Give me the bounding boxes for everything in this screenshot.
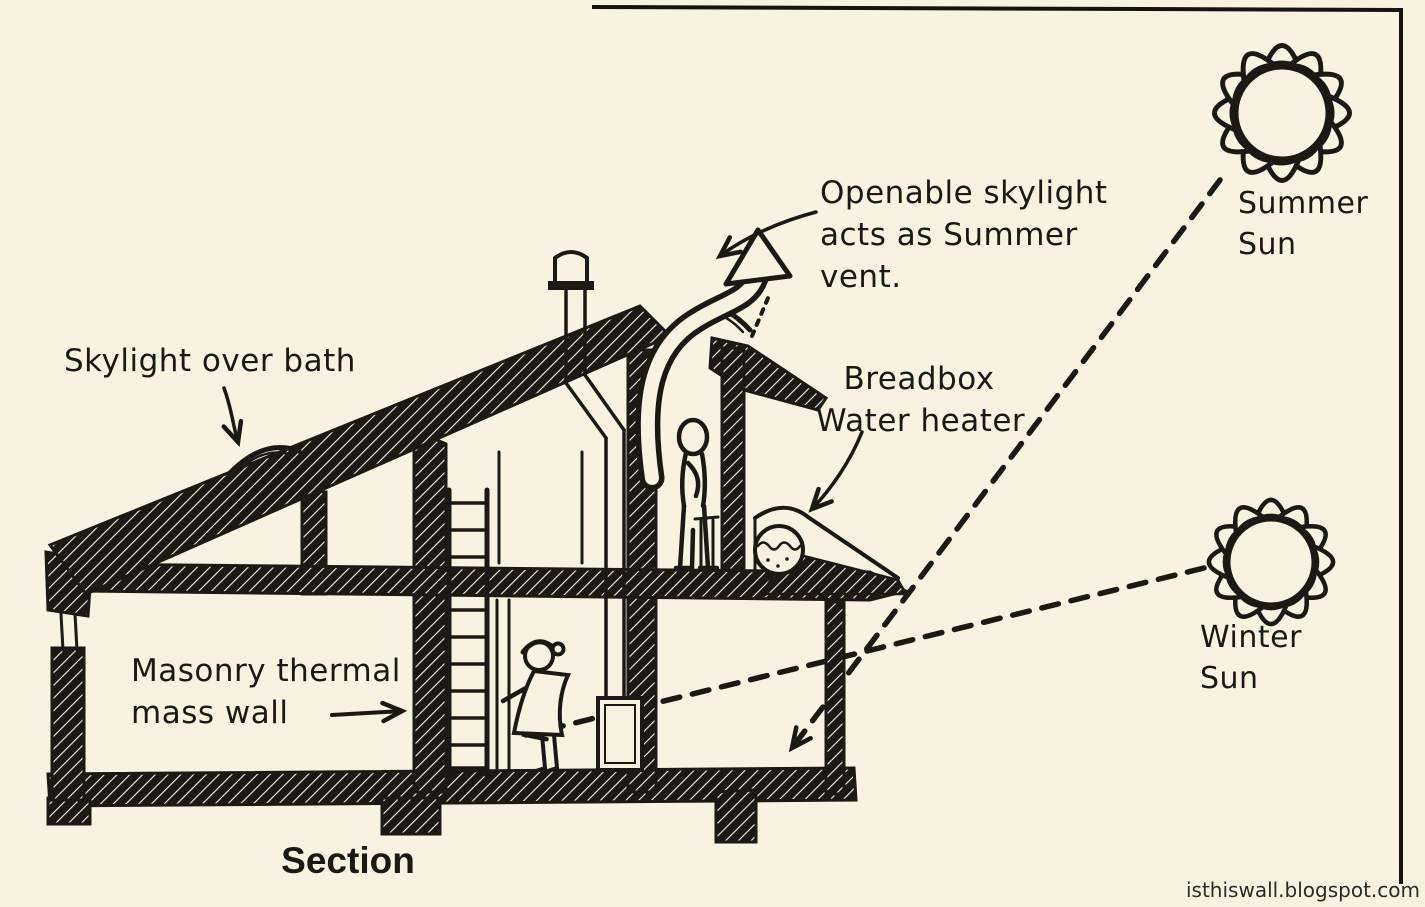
interior-partition-lines [495,450,584,774]
person-on-deck [673,417,720,571]
label-breadbox-water-heater: Breadbox Water heater [816,358,1026,442]
label-breadbox-line2: Water heater [816,403,1026,440]
person-ground-floor [500,639,571,773]
ladder [446,487,490,779]
label-winter-sun: Winter Sun [1200,618,1302,700]
label-masonry-thermal-mass-wall: Masonry thermal mass wall [131,650,401,734]
summer-sun-ray [788,177,1223,753]
masonry-thermal-mass-wall [412,427,448,794]
label-summer-sun: Summer Sun [1238,184,1368,266]
label-summer-line2: Sun [1238,226,1297,262]
label-masonry-line2: mass wall [131,695,289,732]
label-masonry-line1: Masonry thermal [131,653,401,689]
flue-cap [548,250,594,290]
winter-sun-icon [1209,500,1333,624]
left-wall-neck [59,612,79,652]
label-openable-line3: vent. [820,259,902,296]
label-openable-line1: Openable skylight [820,175,1108,211]
summer-sun-icon [1215,46,1350,181]
label-breadbox-line1: Breadbox [843,361,995,397]
bath-skylight-dome [227,445,302,476]
page-border [591,5,1403,884]
drawing-title: Section [281,840,415,881]
label-winter-line2: Sun [1200,660,1259,696]
stove-flue [564,284,626,700]
label-skylight-over-bath: Skylight over bath [64,343,356,379]
ground-floor-slab [46,766,858,844]
breadbox-water-heater [753,505,909,596]
label-winter-line1: Winter [1200,620,1302,655]
label-summer-line1: Summer [1238,186,1369,221]
awning-roof [708,336,829,572]
house-section [44,210,911,844]
label-leader-arrows [221,210,864,724]
deck-post [824,600,846,796]
wood-stove [596,696,644,772]
watermark-url: isthiswall.blogspot.com [1185,878,1420,902]
label-openable-line2: acts as Summer [820,217,1078,254]
label-openable-skylight: Openable skylight acts as Summer vent. [820,172,1108,298]
